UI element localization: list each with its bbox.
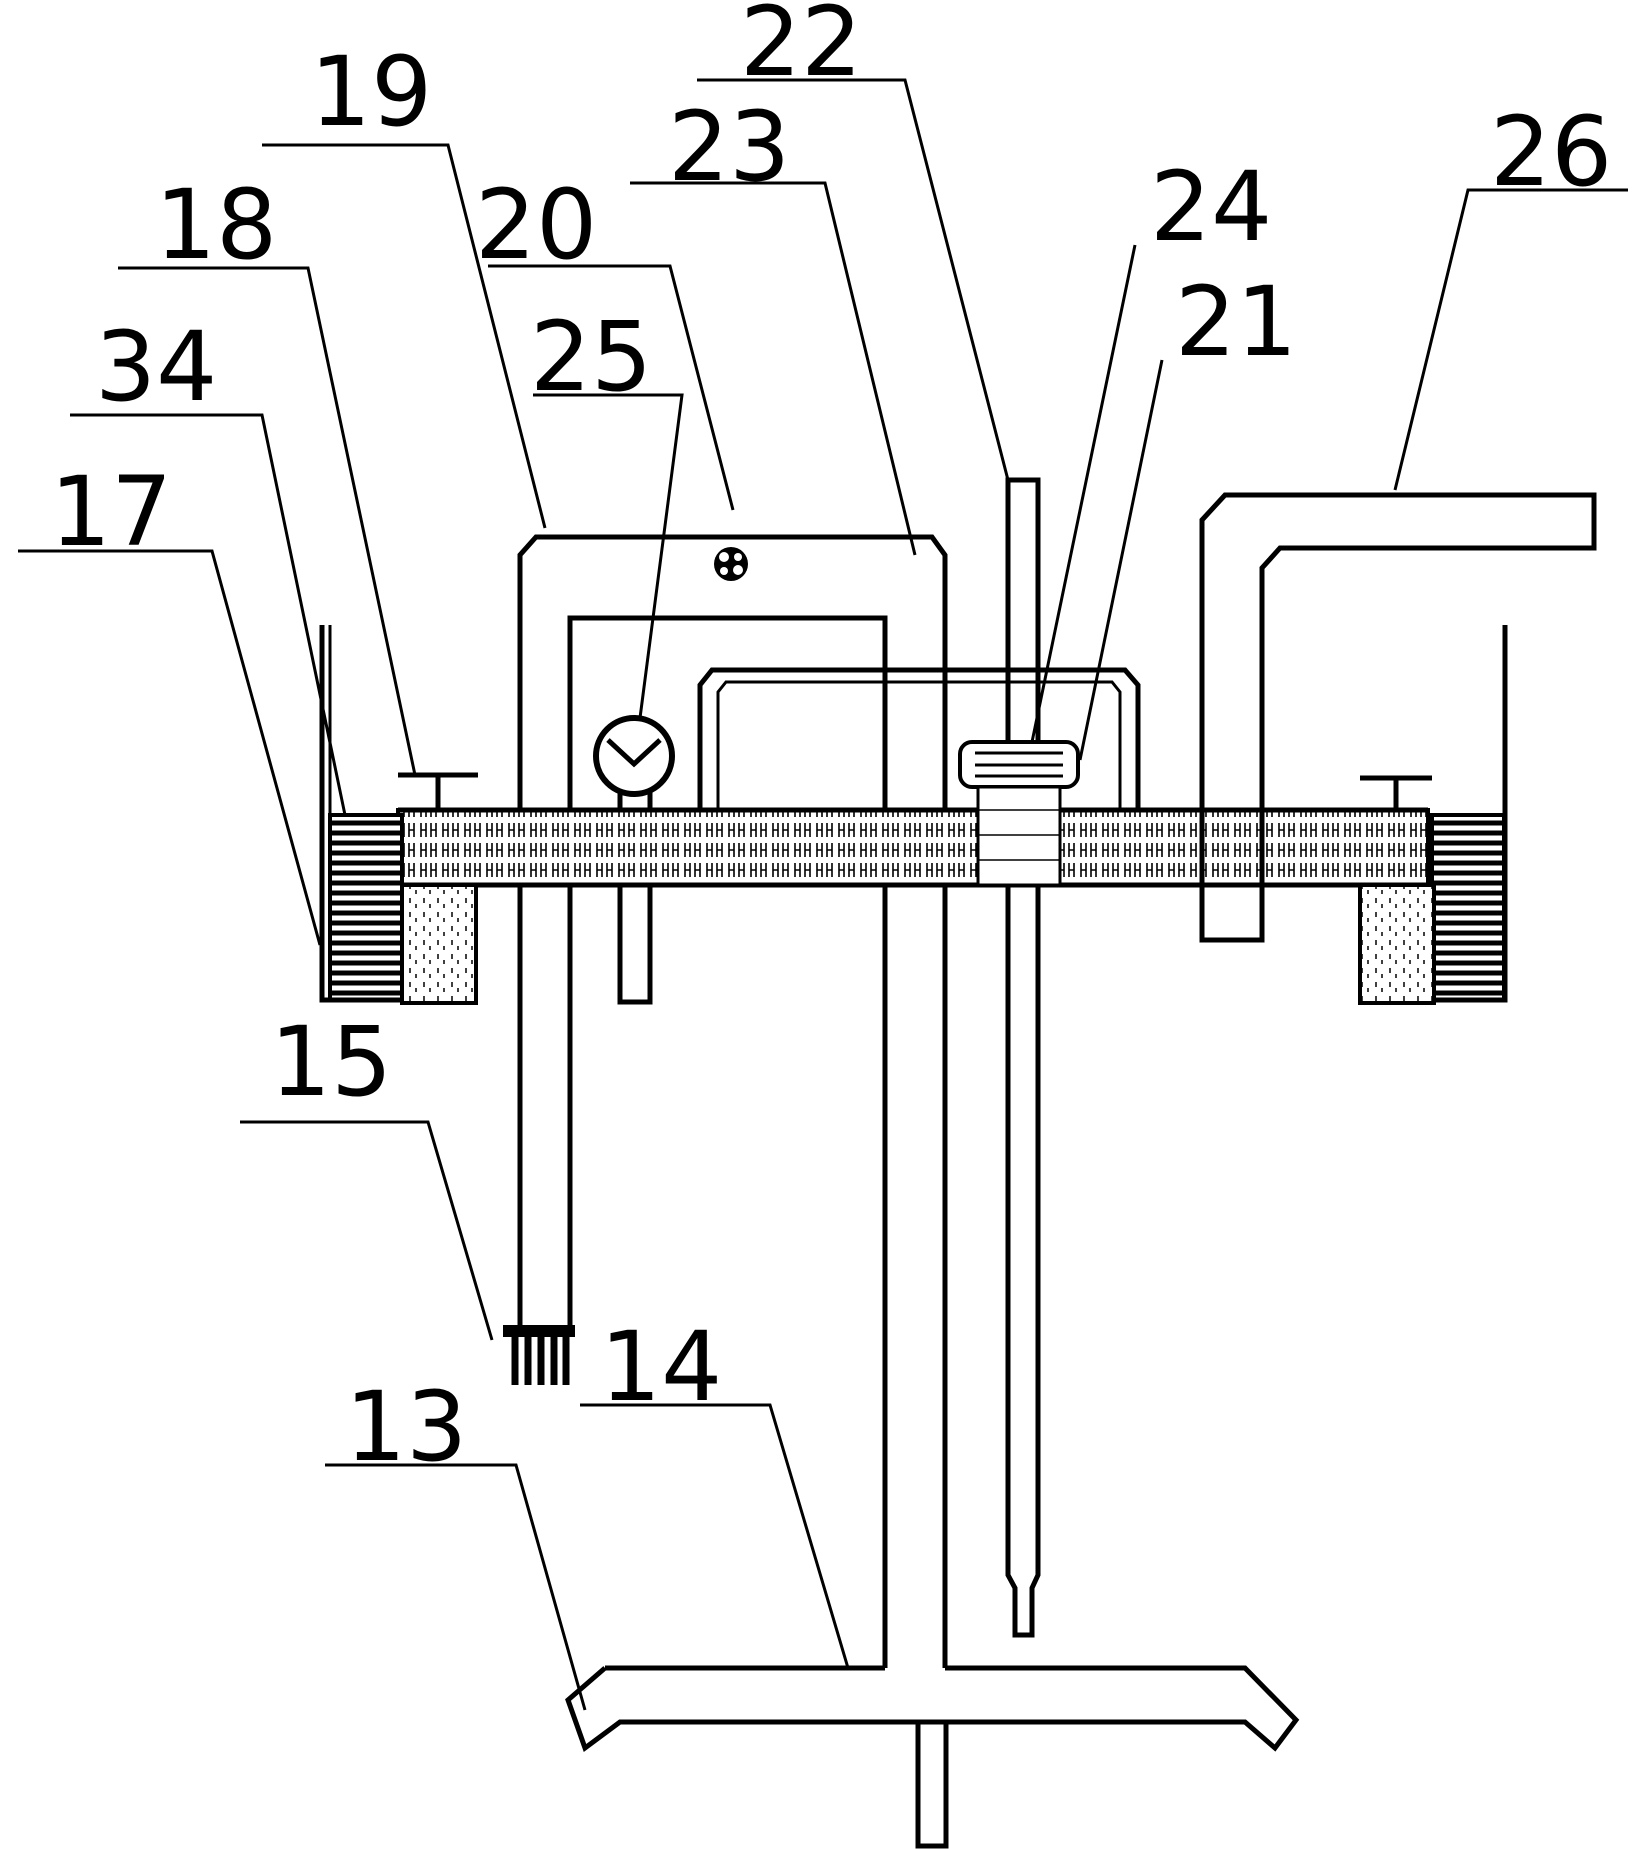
outlet-pipe-26 <box>1199 492 1597 943</box>
central-pole <box>517 534 948 1668</box>
label-18: 18 <box>155 169 277 281</box>
brush-head <box>503 1325 575 1385</box>
leader-lines <box>18 78 1628 1711</box>
label-23: 23 <box>668 91 790 203</box>
label-26: 26 <box>1490 96 1612 208</box>
label-15: 15 <box>270 1006 392 1118</box>
label-14: 14 <box>600 1311 722 1423</box>
upper-frame <box>697 667 1141 808</box>
base-stand <box>565 1665 1300 1849</box>
label-13: 13 <box>345 1371 467 1483</box>
label-34: 34 <box>95 311 217 423</box>
knob-20 <box>714 547 748 581</box>
label-19: 19 <box>310 36 432 148</box>
label-17: 17 <box>50 456 172 568</box>
label-20: 20 <box>475 169 597 281</box>
left-assembly <box>319 625 478 1005</box>
label-21: 21 <box>1175 266 1297 378</box>
hatched-plate <box>396 807 1430 888</box>
label-25: 25 <box>530 301 652 413</box>
label-22: 22 <box>740 0 862 98</box>
right-assembly <box>1358 625 1508 1005</box>
sensor-21 <box>958 740 1080 887</box>
labels: 22 19 23 26 18 20 24 21 25 34 17 15 14 1… <box>50 0 1612 1483</box>
label-24: 24 <box>1150 151 1272 263</box>
probe-22 <box>1005 477 1041 1638</box>
